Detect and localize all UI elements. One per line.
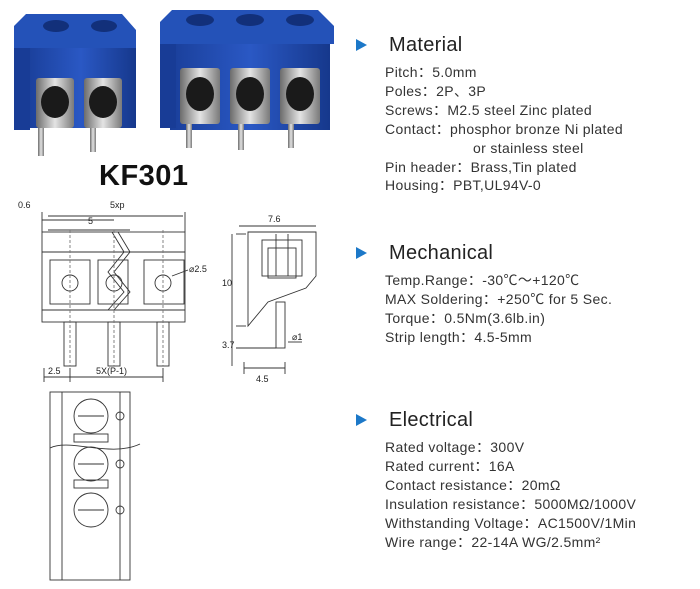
dim-pin-1: ⌀1	[292, 332, 302, 342]
dim-3-7: 3.7	[222, 340, 235, 350]
material-line: Pin header：Brass,Tin plated	[385, 158, 577, 175]
material-section: Material Pitch：5.0mm Poles：2P、3P Screws：…	[354, 33, 700, 195]
electrical-line: Wire range：22-14A WG/2.5mm²	[385, 533, 601, 550]
technical-drawing: 0.6 5xp 5 ⌀2.5 2.5 5X(P-1) 7.6 10 3.7 ⌀1…	[18, 200, 317, 581]
electrical-line: Contact resistance：20mΩ	[385, 476, 561, 493]
dim-hole-2-5: ⌀2.5	[189, 264, 207, 274]
dim-10: 10	[222, 278, 232, 288]
dim-7-6: 7.6	[268, 214, 281, 224]
mechanical-line: Strip length：4.5-5mm	[385, 328, 533, 345]
material-title: Material	[389, 33, 463, 56]
mechanical-header: Mechanical	[354, 241, 700, 265]
material-header: Material	[354, 33, 700, 57]
material-line: Contact：phosphor bronze Ni plated	[385, 120, 624, 137]
material-line: Housing：PBT,UL94V-0	[385, 177, 542, 194]
terminal-block-3p	[160, 10, 334, 150]
electrical-title: Electrical	[389, 408, 474, 431]
mechanical-line: Torque：0.5Nm(3.6lb.in)	[385, 309, 546, 326]
terminal-block-2p	[14, 14, 136, 156]
dim-5: 5	[88, 216, 93, 226]
front-view	[41, 212, 189, 382]
dim-4-5: 4.5	[256, 374, 269, 384]
dim-5xp: 5xp	[110, 200, 125, 210]
mechanical-line: MAX Soldering：+250℃ for 5 Sec.	[385, 290, 613, 307]
dim-2-5: 2.5	[48, 366, 61, 376]
material-line: or stainless steel	[473, 139, 584, 156]
material-line: Pitch：5.0mm	[385, 64, 477, 80]
electrical-section: Electrical Rated voltage：300V Rated curr…	[354, 408, 700, 551]
triangle-bullet-icon	[356, 247, 367, 259]
electrical-line: Rated voltage：300V	[385, 439, 525, 455]
electrical-line: Rated current：16A	[385, 457, 515, 474]
triangle-bullet-icon	[356, 39, 367, 51]
electrical-line: Withstanding Voltage：AC1500V/1Min	[385, 514, 637, 531]
product-photo	[14, 10, 334, 156]
side-view	[231, 225, 317, 374]
material-line: Screws：M2.5 steel Zinc plated	[385, 101, 593, 118]
model-label: KF301	[99, 160, 189, 192]
triangle-bullet-icon	[356, 414, 367, 426]
dim-5x-p-1: 5X(P-1)	[96, 366, 127, 376]
mechanical-line: Temp.Range：-30℃～+120℃	[385, 272, 580, 288]
material-line: Poles：2P、3P	[385, 82, 487, 99]
top-view	[49, 391, 141, 581]
mechanical-title: Mechanical	[389, 241, 494, 264]
dim-0-6: 0.6	[18, 200, 31, 210]
electrical-line: Insulation resistance：5000MΩ/1000V	[385, 495, 637, 512]
electrical-header: Electrical	[354, 408, 700, 432]
mechanical-section: Mechanical Temp.Range：-30℃～+120℃ MAX Sol…	[354, 241, 700, 347]
